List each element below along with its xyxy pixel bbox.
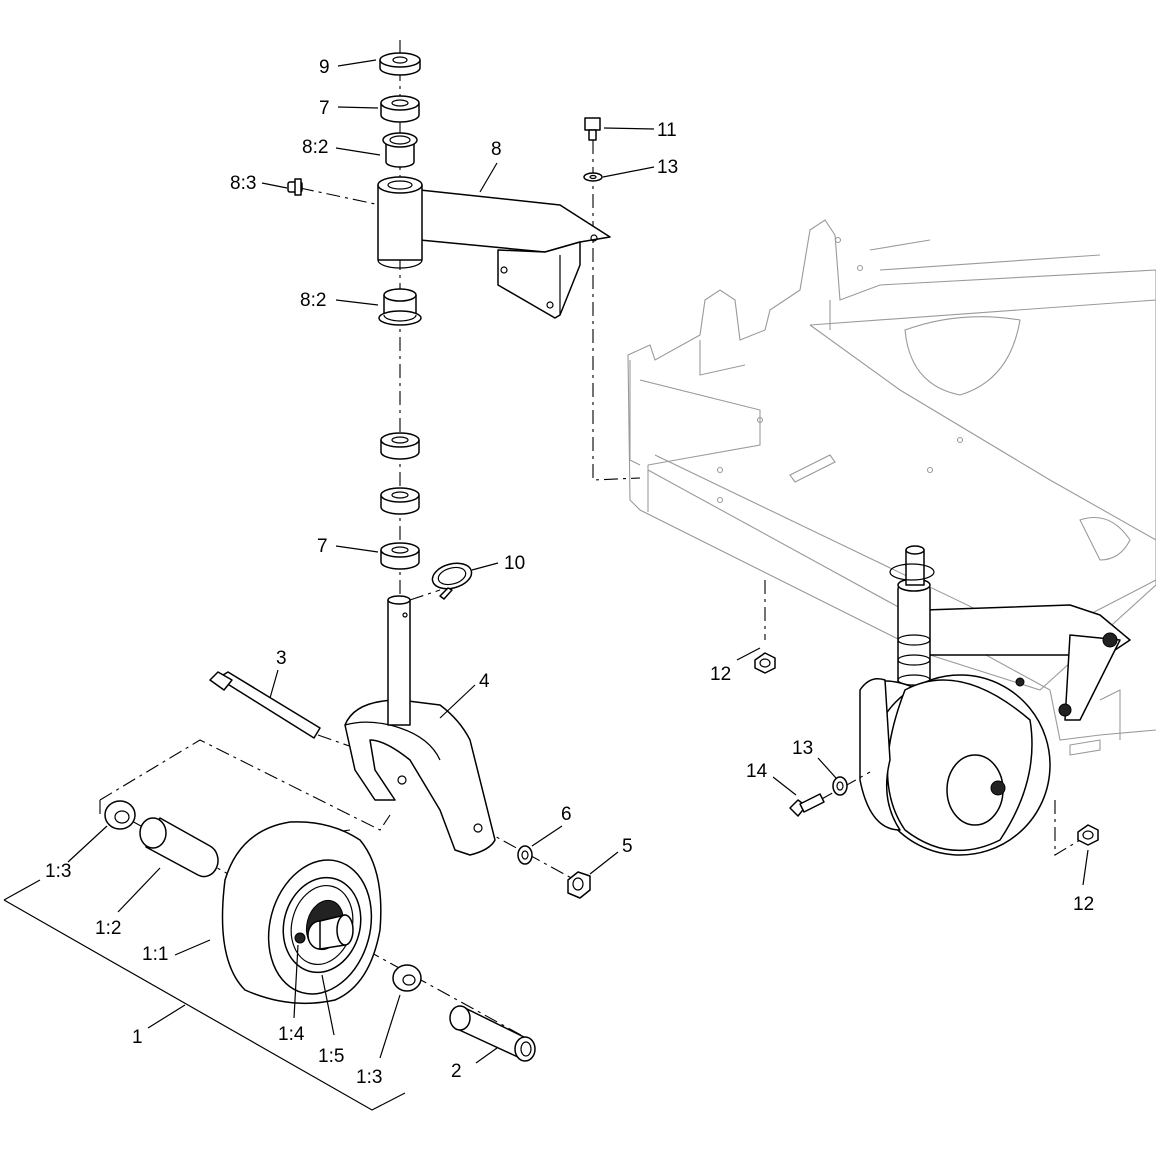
bolt-11-line xyxy=(592,140,641,481)
callout-1-3-right: 1:3 xyxy=(356,1067,382,1088)
wheel-hub-1-5 xyxy=(282,876,362,974)
bushing-8-2-top xyxy=(382,132,418,168)
callout-8-2-top: 8:2 xyxy=(302,137,328,158)
callout-7-bottom: 7 xyxy=(317,536,328,557)
callout-1-5: 1:5 xyxy=(318,1046,344,1067)
caster-arm-8 xyxy=(377,176,611,319)
callout-8-3: 8:3 xyxy=(230,173,256,194)
nut-12-top xyxy=(754,652,776,674)
assembled-caster-wheel xyxy=(859,674,1051,856)
bolt-11 xyxy=(584,117,601,141)
bearing-1-3-right xyxy=(392,964,422,992)
wheel-assembly-bracket xyxy=(3,879,406,1111)
nut-5 xyxy=(567,871,591,899)
nut-12-line-bottom xyxy=(1054,800,1081,856)
callout-11: 11 xyxy=(657,120,677,141)
bolt-14 xyxy=(789,793,825,817)
callout-3: 3 xyxy=(276,648,287,669)
callout-14: 14 xyxy=(746,761,768,782)
callout-1-1: 1:1 xyxy=(142,944,168,965)
caster-fork-4 xyxy=(344,595,496,856)
axle-bolt-line xyxy=(317,734,356,749)
assembled-caster-arm xyxy=(924,604,1131,721)
lynch-pin-10 xyxy=(431,562,473,600)
callout-1: 1 xyxy=(132,1027,143,1048)
bearing-1-3-left xyxy=(104,800,136,830)
washer-13-bottom xyxy=(832,776,848,796)
callout-1-4: 1:4 xyxy=(278,1024,305,1045)
callout-1-2: 1:2 xyxy=(95,918,121,939)
callout-10: 10 xyxy=(504,553,525,574)
nut-12-bottom xyxy=(1077,824,1099,846)
callout-6: 6 xyxy=(561,804,572,825)
callout-8-2-bottom: 8:2 xyxy=(300,290,326,311)
pin-10-line xyxy=(409,589,441,601)
spacer-middle-2 xyxy=(380,487,420,515)
callout-4: 4 xyxy=(479,671,490,692)
grease-fitting-line xyxy=(299,187,381,206)
grease-fitting-8-3 xyxy=(287,178,303,196)
washer-13-top xyxy=(583,172,603,182)
callout-5: 5 xyxy=(622,836,633,857)
assembled-caster-spindle xyxy=(889,545,935,701)
sleeve-2 xyxy=(449,1005,536,1062)
callout-2: 2 xyxy=(451,1061,462,1082)
callout-13-bottom: 13 xyxy=(792,738,813,759)
spacer-washer-9 xyxy=(379,52,421,76)
callout-12-top: 12 xyxy=(710,664,731,685)
callout-9: 9 xyxy=(319,57,330,78)
valve-stem-1-4 xyxy=(294,932,306,944)
bushing-8-2-bottom xyxy=(378,288,422,326)
spacer-middle-1 xyxy=(380,432,420,460)
leader-lines xyxy=(67,59,1089,1064)
spacer-7-top xyxy=(380,95,420,123)
spacer-tube-1-2 xyxy=(139,817,219,878)
spacer-7-bottom xyxy=(380,542,420,570)
washer-6 xyxy=(517,845,533,865)
callout-13-top: 13 xyxy=(657,157,678,178)
callout-12-bottom: 12 xyxy=(1073,894,1094,915)
callout-8: 8 xyxy=(491,139,502,160)
bolt-3 xyxy=(209,671,321,739)
callout-7-top: 7 xyxy=(319,98,330,119)
callout-1-3-left: 1:3 xyxy=(45,861,71,882)
